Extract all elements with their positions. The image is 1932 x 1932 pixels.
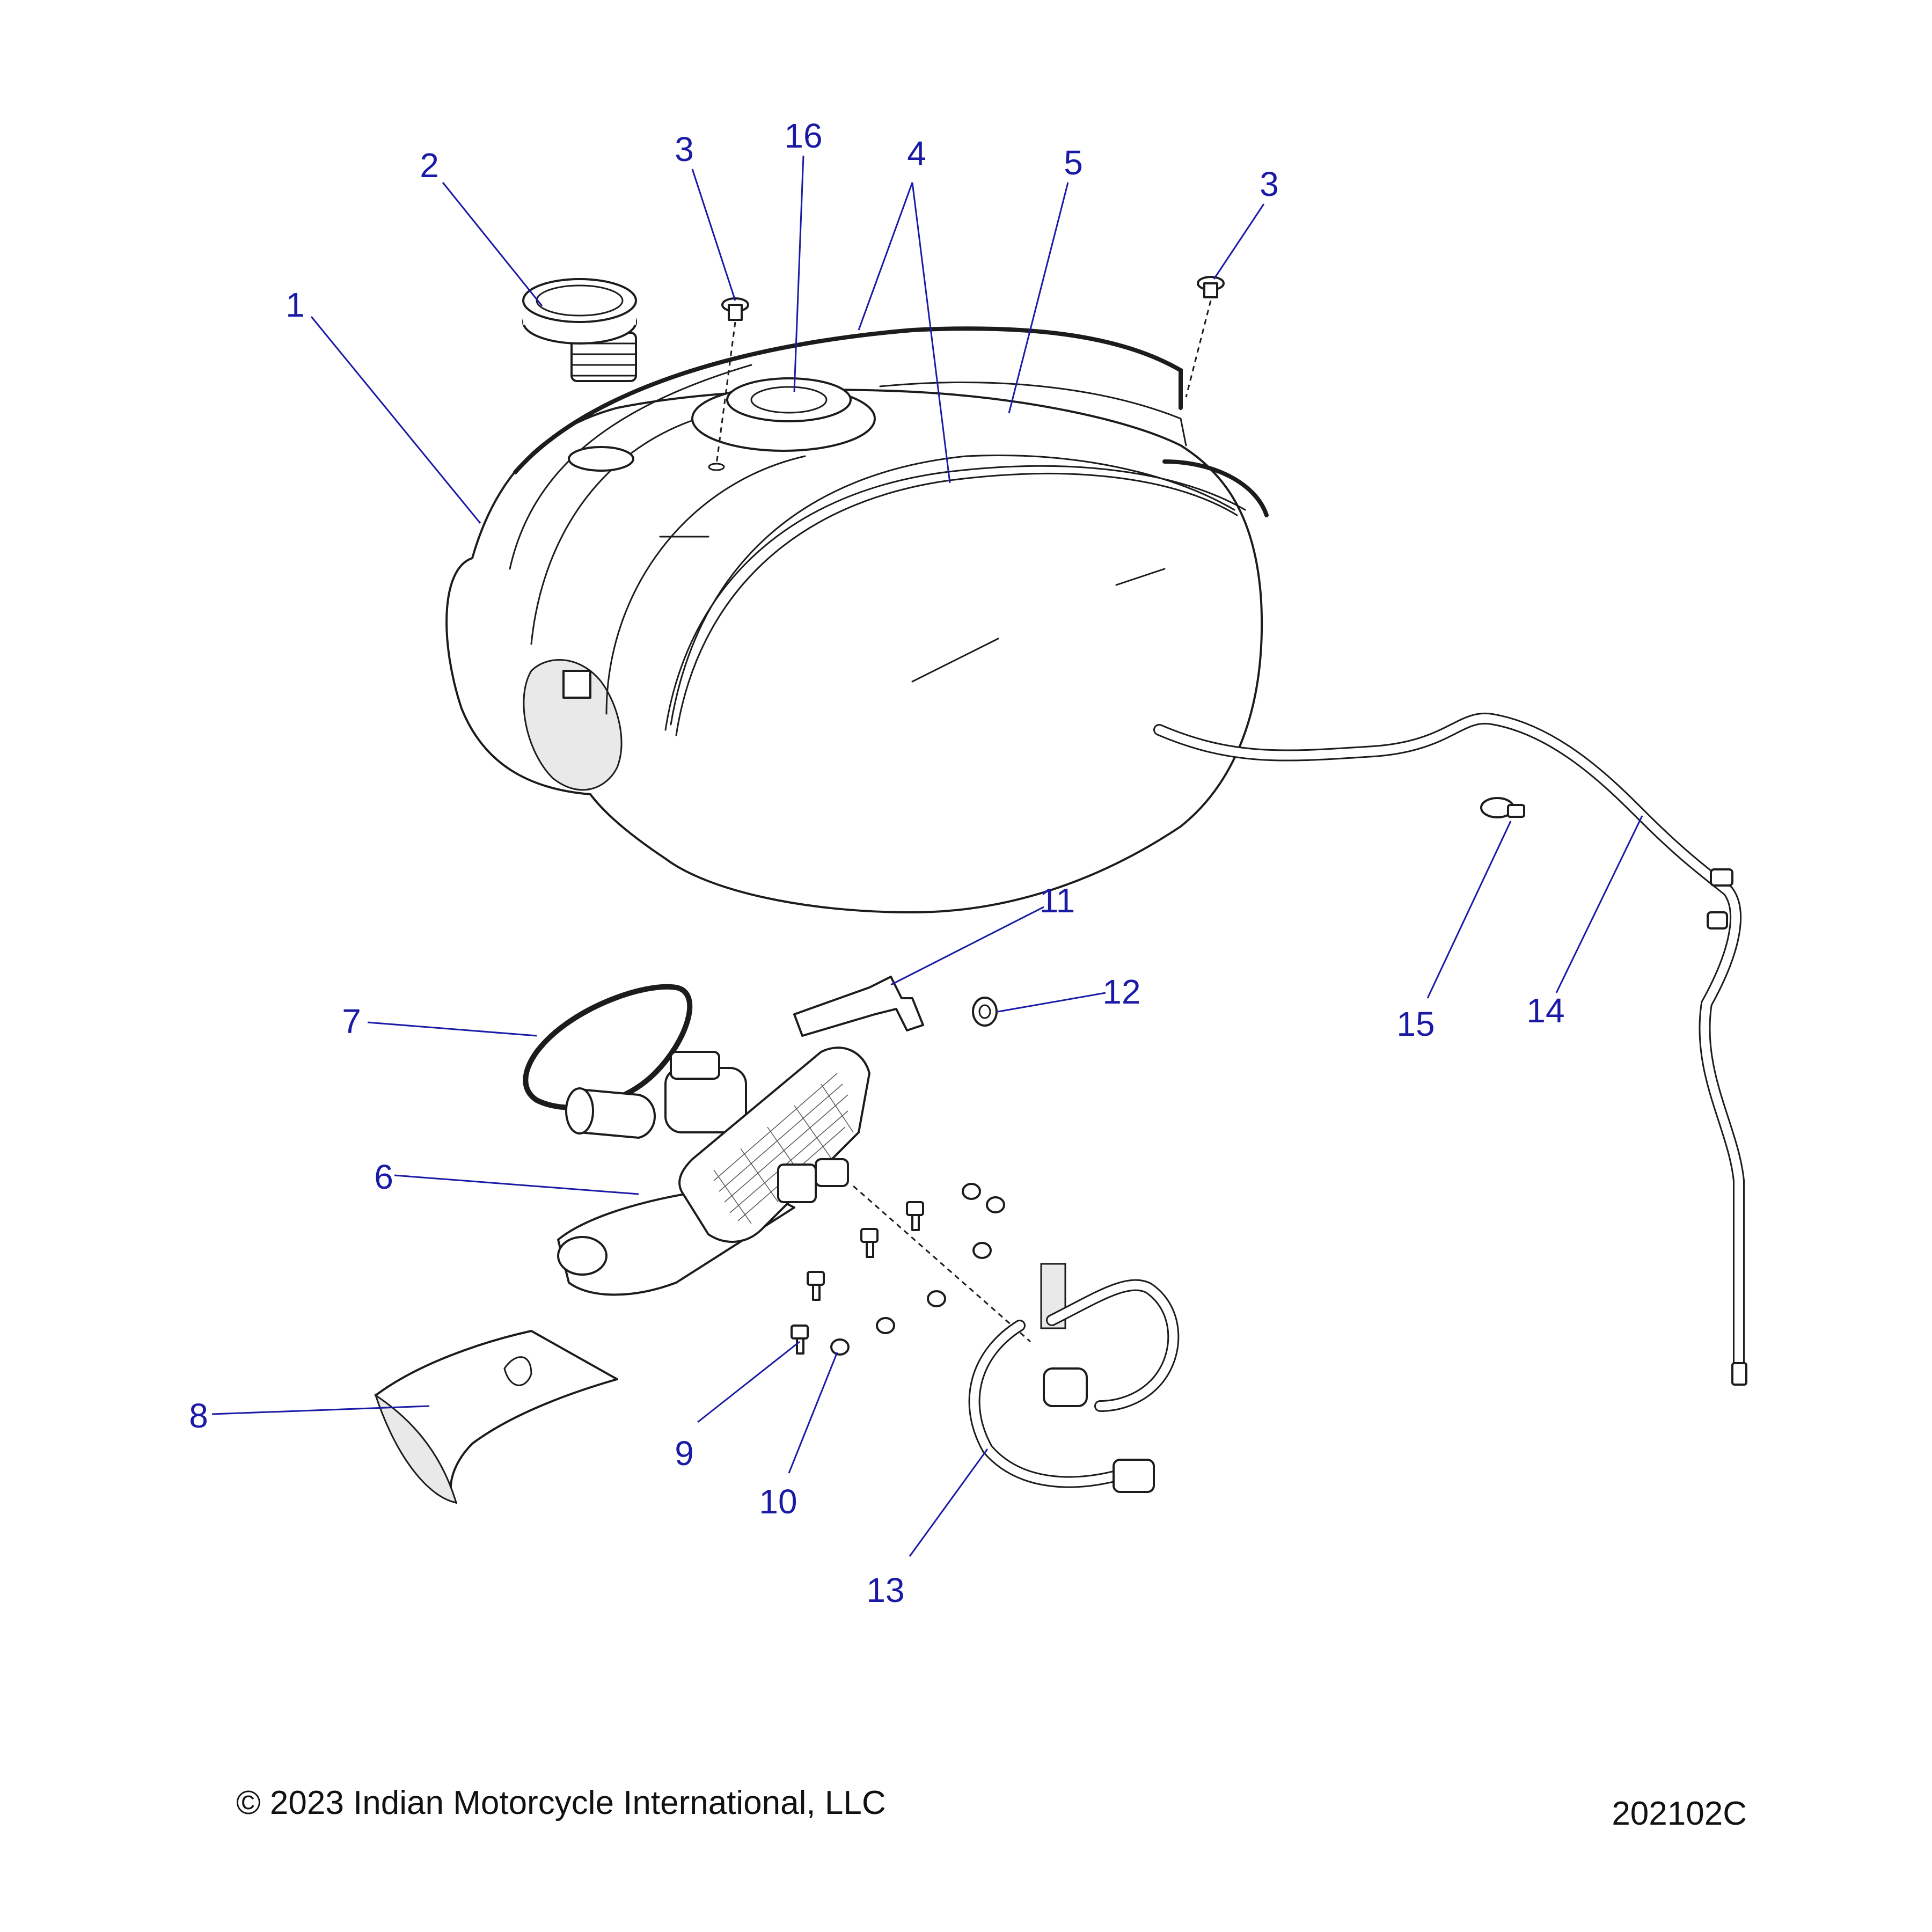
callout-11: 11	[1040, 881, 1075, 920]
callout-3-right: 3	[1260, 165, 1279, 203]
nut	[876, 1317, 895, 1334]
leader-lines	[211, 155, 1643, 1557]
gasket	[523, 984, 693, 1110]
callout-5: 5	[1064, 143, 1083, 182]
callout-9: 9	[675, 1434, 694, 1473]
clip	[972, 997, 998, 1027]
callout-2: 2	[420, 146, 439, 185]
bolt	[906, 1201, 924, 1231]
copyright-notice: © 2023 Indian Motorcycle International, …	[236, 1784, 886, 1821]
bolt	[807, 1271, 825, 1301]
hose-clamp	[1480, 797, 1525, 818]
callout-14: 14	[1526, 991, 1564, 1030]
bolt	[791, 1324, 809, 1355]
callout-12: 12	[1102, 972, 1140, 1011]
fuel-cap	[522, 278, 637, 382]
nut	[972, 1242, 992, 1259]
fasteners	[791, 1183, 1005, 1356]
callout-13: 13	[866, 1571, 904, 1609]
trim-rail	[513, 326, 1269, 517]
callout-15: 15	[1396, 1005, 1435, 1043]
callout-1: 1	[286, 286, 305, 324]
fuel-line	[968, 1263, 1180, 1493]
heat-shield	[374, 1330, 618, 1504]
vent-hose	[1153, 712, 1747, 1386]
fuel-pump-assembly	[557, 1046, 1031, 1343]
callout-16: 16	[784, 116, 822, 155]
callout-10: 10	[759, 1482, 797, 1521]
callout-3-left: 3	[675, 130, 694, 169]
callout-4: 4	[907, 134, 926, 173]
nut	[962, 1183, 981, 1200]
callout-7: 7	[342, 1002, 361, 1041]
nut	[927, 1290, 946, 1307]
drawing-number: 202102C	[1612, 1795, 1747, 1832]
fuel-tank	[445, 364, 1263, 913]
screw-right	[1185, 276, 1225, 398]
callout-6: 6	[374, 1158, 393, 1196]
nut	[986, 1196, 1005, 1213]
nut	[830, 1338, 850, 1356]
bolt	[860, 1228, 879, 1258]
console-panel	[879, 382, 1187, 447]
callout-8: 8	[189, 1396, 208, 1435]
callout-labels: 1 2 3 16 4 5 3 11 12 7 15 14 6 8 9 10 13	[189, 116, 1564, 1609]
bracket	[793, 976, 924, 1037]
